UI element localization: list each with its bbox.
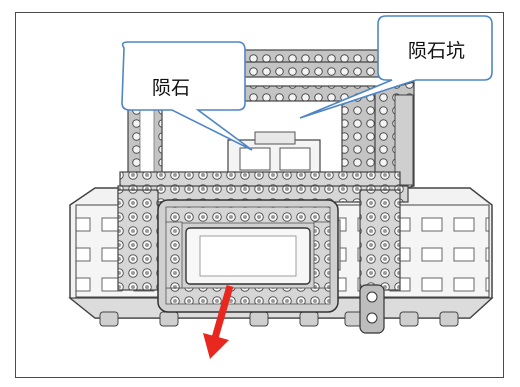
callout-meteorite-label: 陨石 xyxy=(152,77,191,99)
meteorite-block xyxy=(227,131,321,177)
callout-meteorite-bubble xyxy=(121,41,253,151)
right-connector xyxy=(359,284,385,334)
middle-beam xyxy=(117,171,409,203)
front-square-frame xyxy=(157,199,339,313)
figure-frame xyxy=(15,12,504,378)
push-direction-arrow xyxy=(203,285,234,359)
callout-crater-bubble xyxy=(299,15,493,119)
front-right-pillar xyxy=(359,189,401,291)
callout-crater-label: 陨石坑 xyxy=(408,40,466,62)
front-left-pillar xyxy=(117,189,159,291)
